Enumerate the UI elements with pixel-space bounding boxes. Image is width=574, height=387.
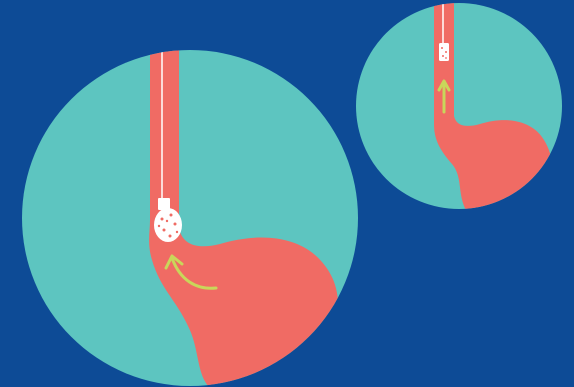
small-capsule-device [439, 43, 449, 61]
